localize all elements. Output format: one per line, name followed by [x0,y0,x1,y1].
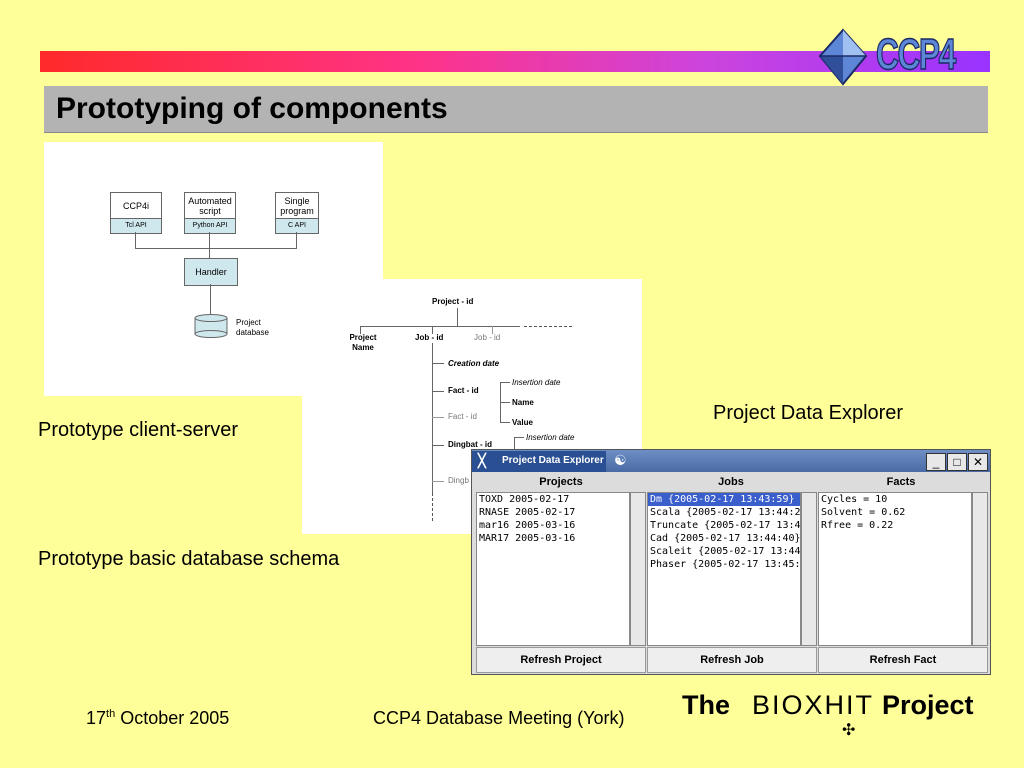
swirl-icon: ☯ [614,452,627,468]
client-server-caption: Prototype client-server [38,419,239,441]
insertion-date-node: Insertion date [512,378,561,387]
automated-script-label: Automated script [188,196,232,216]
schema-line [492,326,493,334]
connector [296,232,297,248]
dingbat-partial-node: Dingb [448,476,469,485]
facts-scrollbar[interactable] [972,492,988,646]
schema-line [500,382,510,383]
title-bar [44,86,988,133]
bioxhit-swirl-icon: ✣ [842,722,856,739]
list-item[interactable]: MAR17 2005-03-16 [479,533,576,544]
automated-script-box: Automated script Python API [184,192,236,234]
bioxhit-project: Project [882,690,974,720]
value-node: Value [512,418,533,427]
maximize-button[interactable]: □ [947,453,967,471]
schema-line [432,391,444,392]
bioxhit-logo: The BIOXHIT Project ✣ [682,682,982,746]
ccp4-logo-text: CCP4 [875,29,956,80]
schema-dashed-line [524,326,572,327]
schema-line [514,437,515,457]
schema-line [514,437,524,438]
schema-line [360,326,520,327]
list-item[interactable]: Scala {2005-02-17 13:44:24} [650,507,800,518]
schema-line [432,445,444,446]
python-api-label: Python API [185,218,235,233]
bioxhit-the: The [682,690,731,720]
job-id-node-2: Job - id [474,333,501,342]
projects-scrollbar[interactable] [630,492,646,646]
list-item[interactable]: TOXD 2005-02-17 [479,494,570,505]
handler-box: Handler [184,258,238,286]
schema-line [500,422,510,423]
name-node: Name [512,398,534,407]
fact-id-node: Fact - id [448,386,479,395]
refresh-fact-button[interactable]: Refresh Fact [818,647,988,673]
connector [135,232,136,248]
window-title: Project Data Explorer [502,455,604,466]
schema-line [432,417,444,418]
footer-date: 17th October 2005 [86,708,229,729]
connector [210,284,211,316]
minimize-button[interactable]: _ [926,453,946,471]
list-item[interactable]: Solvent = 0.62 [821,507,906,518]
date-rest: October 2005 [120,708,230,728]
jobs-column-header: Jobs [718,476,744,488]
dingbat-id-node: Dingbat - id [448,440,492,449]
schema-line [432,363,444,364]
footer-meeting: CCP4 Database Meeting (York) [373,708,625,728]
ccp4i-label: CCP4i [122,201,149,211]
project-name-node: Project Name [349,333,377,352]
list-item[interactable]: Truncate {2005-02-17 13:44:3 [650,520,800,531]
ccp4-logo: CCP4 [818,28,988,88]
database-cylinder-icon [194,314,228,338]
facts-column-header: Facts [886,476,916,488]
x-logo-icon: ╳ [478,453,486,468]
list-item[interactable]: Scaleit {2005-02-17 13:44:47} [650,546,800,557]
project-database-label: Project database [236,318,269,337]
facts-list[interactable]: Cycles = 10 Solvent = 0.62 Rfree = 0.22 [818,492,972,646]
schema-trunk [432,343,433,493]
date-day: 17 [86,708,107,728]
list-item[interactable]: mar16 2005-03-16 [479,520,576,531]
db-schema-caption: Prototype basic database schema [38,548,340,570]
insertion-date-node-2: Insertion date [526,433,575,442]
project-data-explorer-window: ╳ Project Data Explorer ☯ _ □ ✕ Projects… [471,449,991,675]
schema-line [360,326,361,334]
jobs-scrollbar[interactable] [801,492,817,646]
schema-line [432,481,444,482]
projects-list[interactable]: TOXD 2005-02-17 RNASE 2005-02-17 mar16 2… [476,492,630,646]
schema-line [500,402,510,403]
single-program-box: Single program C API [275,192,319,234]
connector [209,232,210,258]
list-item[interactable]: Cad {2005-02-17 13:44:40} [650,533,800,544]
refresh-project-button[interactable]: Refresh Project [476,647,646,673]
schema-line [432,326,433,334]
schema-line [457,308,458,326]
close-button[interactable]: ✕ [968,453,988,471]
connector [135,248,297,249]
jobs-list[interactable]: Dm {2005-02-17 13:43:59} Scala {2005-02-… [647,492,801,646]
creation-date-node: Creation date [448,359,500,368]
bioxhit-name: BIOXHIT [752,690,875,720]
date-sup: th [106,708,116,720]
c-api-label: C API [276,218,318,233]
schema-dashed-line [432,493,433,521]
list-item[interactable]: Rfree = 0.22 [821,520,894,531]
header-gradient-bar [40,51,990,72]
list-item[interactable]: Phaser {2005-02-17 13:45:02} [650,559,800,570]
list-item[interactable]: RNASE 2005-02-17 [479,507,576,518]
explorer-caption: Project Data Explorer [713,402,904,424]
slide-title: Prototyping of components [56,92,448,125]
tcl-api-label: Tcl API [111,218,161,233]
job-id-node: Job - id [415,333,444,342]
single-program-label: Single program [280,196,314,216]
fact-id-node-2: Fact - id [448,412,477,421]
refresh-job-button[interactable]: Refresh Job [647,647,817,673]
list-item[interactable]: Dm {2005-02-17 13:43:59} [648,493,800,506]
projects-column-header: Projects [539,476,583,488]
ccp4i-box: CCP4i Tcl API [110,192,162,234]
project-id-node: Project - id [432,297,474,306]
window-title-tab[interactable]: ╳ Project Data Explorer [472,451,606,472]
list-item[interactable]: Cycles = 10 [821,494,888,505]
